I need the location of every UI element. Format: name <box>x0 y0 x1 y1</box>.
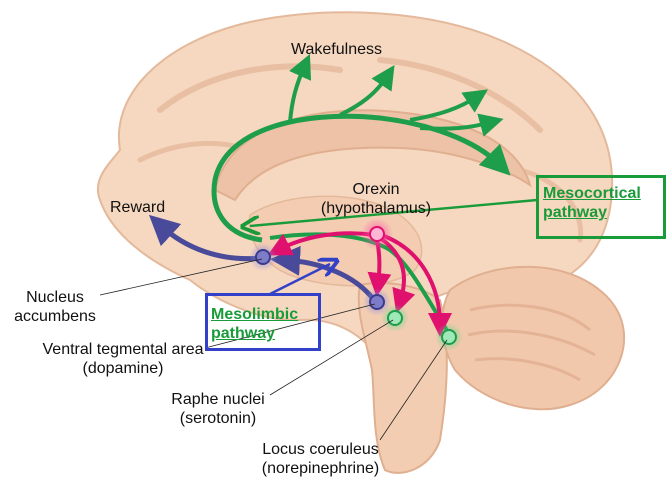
label-vta-line1: Ventral tegmental area <box>42 341 204 358</box>
label-raphe-line2: (serotonin) <box>179 410 257 427</box>
wakefulness-branch-2 <box>339 64 395 117</box>
label-orexin-region: (hypothalamus) <box>320 200 432 217</box>
label-raphe: Raphe nuclei (serotonin) <box>158 390 278 428</box>
orexin-to-locus <box>383 234 452 337</box>
mesolimbic-arrow <box>267 264 330 297</box>
reward-pathway <box>148 214 263 262</box>
cerebellum-shape <box>441 265 626 411</box>
label-reward: Reward <box>110 199 166 216</box>
nucleus-accumbens-node <box>255 249 271 265</box>
raphe-node <box>387 310 403 326</box>
green-descending-pathway <box>269 232 450 334</box>
label-orexin: Orexin (hypothalamus) <box>306 180 446 218</box>
mesocortical-line1: Mesocortical <box>543 185 641 202</box>
label-nucleus-line2: accumbens <box>14 308 96 325</box>
mesocortical-arrow <box>250 198 538 226</box>
label-locus: Locus coeruleus (norepinephrine) <box>248 440 393 478</box>
label-raphe-line1: Raphe nuclei <box>171 391 265 408</box>
leader-vta <box>204 303 376 349</box>
mesocortical-box <box>536 175 666 239</box>
wakefulness-branch-3 <box>409 89 488 122</box>
mesolimbic-box <box>205 293 321 351</box>
wakefulness-branch-4 <box>419 113 504 137</box>
label-vta: Ventral tegmental area (dopamine) <box>28 340 218 378</box>
label-nucleus-line1: Nucleus <box>26 289 84 306</box>
label-locus-line2: (norepinephrine) <box>261 460 380 477</box>
mesolimbic-line2: pathway <box>211 325 276 342</box>
label-orexin-name: Orexin <box>352 181 400 198</box>
orexin-nucleus <box>369 226 385 242</box>
leader-locus <box>379 339 448 441</box>
mesolimbic-label: Mesolimbic pathway <box>211 305 298 343</box>
mesocortical-label: Mesocortical pathway <box>543 184 641 222</box>
vta-node <box>369 294 385 310</box>
label-wakefulness: Wakefulness <box>291 41 382 58</box>
wakefulness-pathway-trunk <box>211 113 511 243</box>
mesocortical-line2: pathway <box>543 204 608 221</box>
label-locus-line1: Locus coeruleus <box>262 441 379 458</box>
locus-node <box>441 329 457 345</box>
label-vta-line2: (dopamine) <box>82 360 164 377</box>
leader-raphe <box>269 319 394 396</box>
mesolimbic-line1: Mesolimbic <box>211 306 299 323</box>
wakefulness-branch-1 <box>288 54 312 123</box>
label-nucleus-accumbens: Nucleus accumbens <box>10 288 100 326</box>
leader-nucleus <box>99 258 263 296</box>
